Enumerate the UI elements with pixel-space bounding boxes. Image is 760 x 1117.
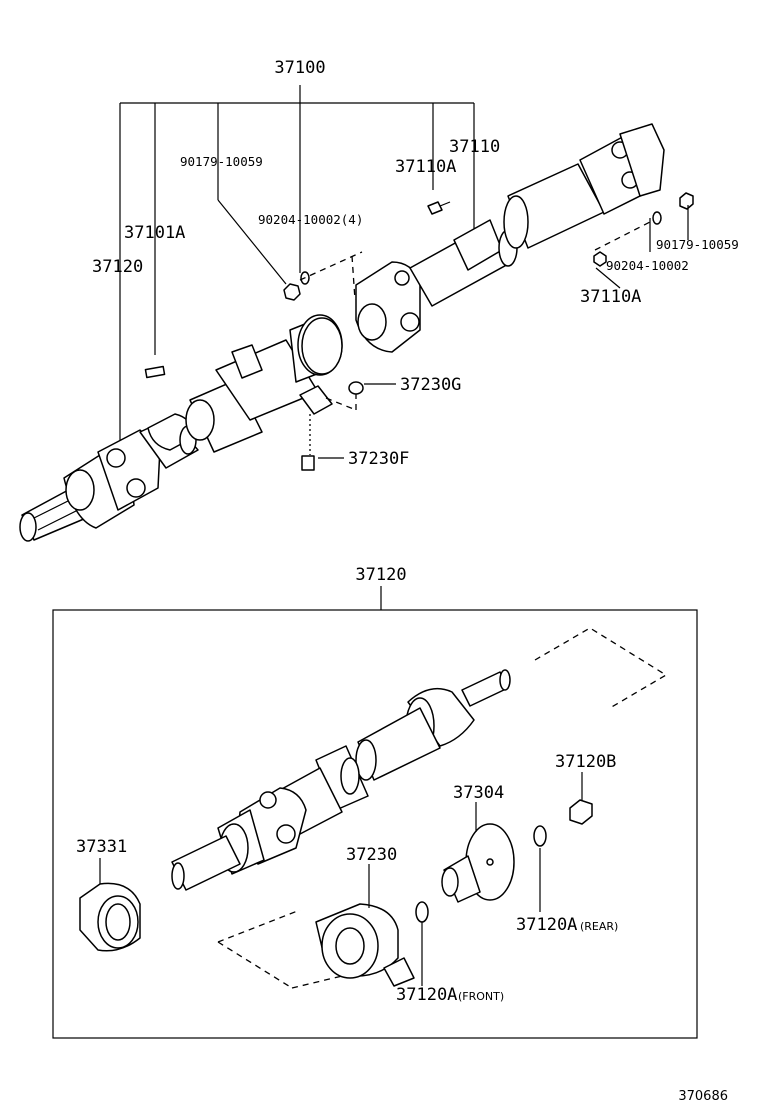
label-90204-right: 90204-10002 <box>606 258 689 273</box>
detail-leader-lines <box>99 772 583 986</box>
label-37110: 37110 <box>449 137 500 157</box>
figure-number: 370686 <box>678 1089 728 1104</box>
rear-propeller-shaft-detail <box>79 627 668 989</box>
label-37110A-right: 37110A <box>580 287 641 307</box>
front-propeller-shaft <box>19 123 694 542</box>
label-rear-note: (REAR) <box>580 920 618 933</box>
label-37120A-front: 37120A <box>396 985 457 1005</box>
label-37100: 37100 <box>274 58 325 78</box>
label-37230: 37230 <box>346 845 397 865</box>
label-90179-left: 90179-10059 <box>180 154 263 169</box>
label-37120-detail: 37120 <box>355 565 406 585</box>
detail-frame <box>52 586 698 1039</box>
label-37120A-rear: 37120A <box>516 915 577 935</box>
label-37230G: 37230G <box>400 375 461 395</box>
label-90179-right: 90179-10059 <box>656 237 739 252</box>
assembly-leader-bracket <box>119 85 475 455</box>
label-37331: 37331 <box>76 837 127 857</box>
label-37110A-top: 37110A <box>395 157 456 177</box>
label-90204-left: 90204-10002(4) <box>258 212 363 227</box>
top-leader-lines <box>318 205 689 459</box>
label-37304: 37304 <box>453 783 504 803</box>
label-37230F: 37230F <box>348 449 409 469</box>
label-37120B: 37120B <box>555 752 616 772</box>
label-front-note: (FRONT) <box>458 990 504 1003</box>
label-37120-top: 37120 <box>92 257 143 277</box>
label-37101A: 37101A <box>124 223 185 243</box>
